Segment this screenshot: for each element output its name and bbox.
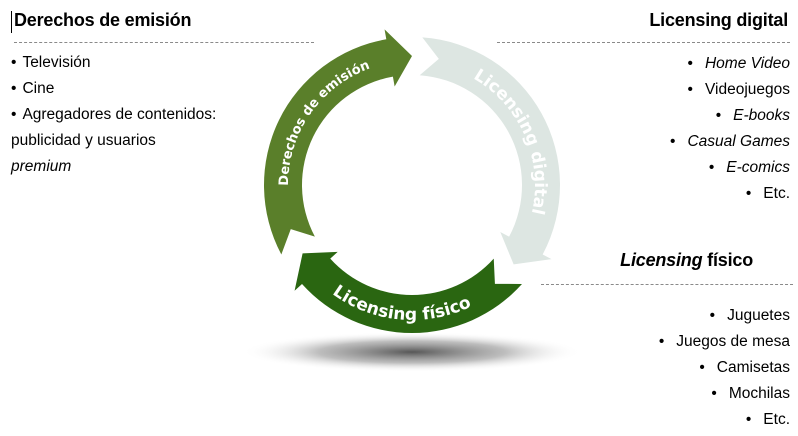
bullet-icon: •	[11, 54, 17, 71]
fisico-list: • Juguetes • Juegos de mesa • Camisetas • Mochi…	[659, 303, 790, 433]
fisico-title-rest: físico	[702, 250, 753, 270]
bullet-icon: •	[699, 359, 705, 376]
digital-list-item: • Home Video	[670, 51, 790, 77]
list-item-text: Etc.	[763, 411, 790, 428]
bullet-icon: •	[687, 81, 693, 98]
list-item-text: Videojuegos	[704, 81, 790, 98]
cycle-segment-licensing-digital	[419, 37, 561, 265]
fisico-list-item: • Camisetas	[659, 355, 790, 381]
bullet-icon: •	[745, 411, 752, 428]
derechos-title: Derechos de emisión	[14, 10, 192, 30]
fisico-list-item: • Juguetes	[659, 303, 790, 329]
bullet-icon: •	[708, 159, 715, 176]
derechos-list-item: • Cine	[11, 76, 216, 102]
list-item-text: Televisión	[22, 54, 91, 71]
derechos-list: • Televisión • Cine • Agregadores de contenid…	[11, 50, 216, 180]
fisico-title: Licensing físico	[620, 250, 753, 271]
text-cursor	[11, 11, 12, 33]
derechos-list-continuation: publicidad y usuarios	[11, 132, 156, 149]
cycle-segment-licensing-fisico	[294, 251, 522, 333]
bullet-icon: •	[658, 333, 665, 350]
bullet-icon: •	[709, 307, 716, 324]
derechos-list-item: • Televisión	[11, 50, 216, 76]
digital-title: Licensing digital	[649, 10, 788, 30]
derechos-divider	[14, 42, 314, 43]
bullet-icon: •	[670, 133, 676, 150]
list-item-text: E-comics	[726, 159, 790, 176]
list-item-text: Agregadores de contenidos:	[22, 106, 217, 123]
derechos-list-item: • Agregadores de contenidos:	[11, 102, 216, 128]
list-item-text: Etc.	[763, 185, 790, 202]
digital-list-item: • Casual Games	[670, 129, 790, 155]
cycle-shadow	[242, 332, 582, 372]
derechos-list-continuation-italic: premium	[11, 158, 72, 175]
digital-list: • Home Video • Videojuegos • E-books • Casual G…	[670, 51, 790, 207]
list-item-text: Camisetas	[716, 359, 790, 376]
cycle-segment-derechos-emision	[264, 29, 412, 255]
bullet-icon: •	[11, 80, 17, 97]
bullet-icon: •	[715, 107, 722, 124]
bullet-icon: •	[687, 55, 693, 72]
bullet-icon: •	[11, 106, 17, 123]
fisico-list-item: • Juegos de mesa	[659, 329, 790, 355]
list-item-text: Juguetes	[727, 307, 790, 324]
digital-divider	[497, 42, 790, 43]
fisico-divider	[541, 284, 793, 285]
fisico-list-item: • Mochilas	[659, 381, 790, 407]
list-item-text: Home Video	[704, 55, 790, 72]
list-item-text: Juegos de mesa	[676, 333, 790, 350]
digital-list-item: • Etc.	[670, 181, 790, 207]
list-item-text: E-books	[733, 107, 790, 124]
digital-list-item: • E-comics	[670, 155, 790, 181]
list-item-text: Cine	[22, 80, 55, 97]
fisico-list-item: • Etc.	[659, 407, 790, 433]
fisico-title-italic: Licensing	[620, 250, 703, 270]
bullet-icon: •	[745, 185, 752, 202]
digital-list-item: • E-books	[670, 103, 790, 129]
digital-list-item: • Videojuegos	[670, 77, 790, 103]
list-item-text: Casual Games	[687, 133, 790, 150]
list-item-text: Mochilas	[728, 385, 790, 402]
bullet-icon: •	[711, 385, 717, 402]
